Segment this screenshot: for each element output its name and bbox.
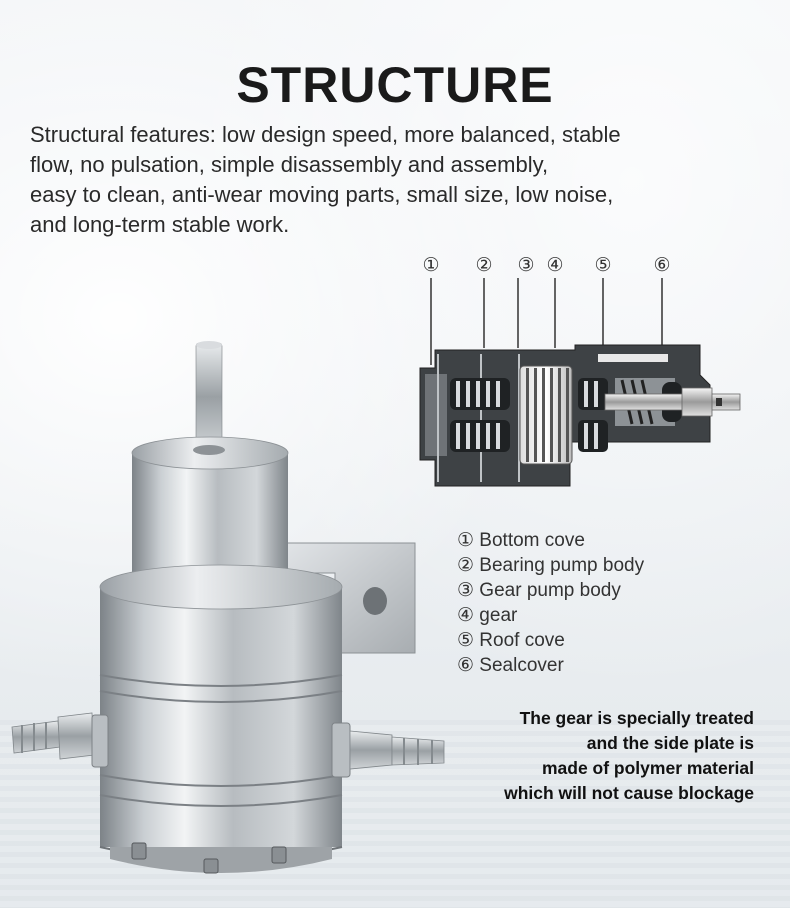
structural-features-text: Structural features: low design speed, m… xyxy=(30,120,770,240)
main-body xyxy=(100,587,342,847)
bottom-cove-part xyxy=(425,374,447,456)
upper-cylinder xyxy=(132,453,288,595)
marker-6: ⑥ xyxy=(653,254,670,276)
marker-5: ⑤ xyxy=(594,254,611,276)
legend-item: ③ Gear pump body xyxy=(457,580,621,601)
marker-1: ① xyxy=(422,254,439,276)
inlet-fitting-left xyxy=(11,712,109,768)
bottom-bolts xyxy=(131,842,287,874)
intro-line: flow, no pulsation, simple disassembly a… xyxy=(30,152,549,177)
marker-2: ② xyxy=(475,254,492,276)
note-line: which will not cause blockage xyxy=(504,783,754,803)
marker-3: ③ xyxy=(517,254,534,276)
bracket-hole xyxy=(363,587,387,615)
legend-item: ① Bottom cove xyxy=(457,530,585,551)
note-line: made of polymer material xyxy=(541,758,754,778)
note-line: and the side plate is xyxy=(586,733,754,753)
outlet-fitting-right xyxy=(331,722,445,778)
pump-cross-section-diagram: ① ② ③ ④ ⑤ ⑥ xyxy=(419,254,741,487)
parts-legend: ① Bottom cove ② Bearing pump body ③ Gear… xyxy=(457,528,644,678)
intro-line: easy to clean, anti-wear moving parts, s… xyxy=(30,182,614,207)
intro-line: Structural features: low design speed, m… xyxy=(30,122,621,147)
gear-material-note: The gear is specially treated and the si… xyxy=(424,706,754,806)
legend-item: ④ gear xyxy=(457,605,518,626)
bearing-rings xyxy=(450,378,510,452)
legend-item: ⑤ Roof cove xyxy=(457,630,565,651)
legend-item: ② Bearing pump body xyxy=(457,555,645,576)
marker-4: ④ xyxy=(546,254,563,276)
intro-line: and long-term stable work. xyxy=(30,212,290,237)
legend-item: ⑥ Sealcover xyxy=(457,655,564,676)
note-line: The gear is specially treated xyxy=(519,708,754,728)
roof-cove-part xyxy=(598,354,668,362)
pump-shaft xyxy=(195,342,223,452)
gear-part xyxy=(519,365,573,465)
page-title: STRUCTURE xyxy=(236,57,554,113)
body-seams xyxy=(99,674,343,807)
pump-product-image xyxy=(11,341,445,874)
